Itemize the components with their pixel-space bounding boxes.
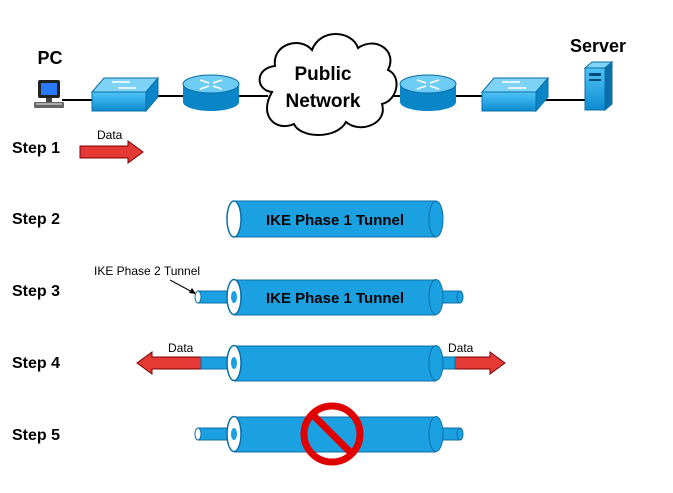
step-4-left-data-label: Data — [168, 341, 194, 355]
step-3-tunnel-label: IKE Phase 1 Tunnel — [266, 290, 404, 307]
step-5-label: Step 5 — [12, 427, 60, 444]
step-1-label: Step 1 — [12, 140, 60, 157]
switch-icon — [90, 76, 160, 113]
ike-phase-1-tunnel — [226, 344, 444, 382]
cloud-label-line1: Public — [294, 64, 351, 85]
cloud-label-line2: Network — [286, 91, 361, 112]
data-arrow — [79, 140, 144, 164]
pc-label: PC — [37, 48, 62, 68]
router-icon — [182, 74, 240, 111]
step-4-label: Step 4 — [12, 355, 60, 372]
cloud-icon — [258, 33, 398, 136]
server-label: Server — [570, 36, 626, 56]
data-arrow — [136, 351, 202, 375]
ike-phase-1-tunnel — [226, 200, 444, 238]
step-3-label: Step 3 — [12, 283, 60, 300]
pc-icon — [34, 80, 64, 108]
no-symbol-icon — [300, 402, 364, 466]
step-2-label: Step 2 — [12, 211, 60, 228]
step-1-data-label: Data — [97, 128, 123, 142]
router-icon — [399, 74, 457, 111]
switch-icon — [480, 76, 550, 113]
data-arrow — [454, 351, 506, 375]
step-2-tunnel-label: IKE Phase 1 Tunnel — [266, 212, 404, 229]
callout-pointer-head — [189, 288, 196, 294]
step-4-right-data-label: Data — [448, 341, 474, 355]
server-icon — [583, 60, 614, 112]
ike-phase-1-tunnel — [226, 278, 444, 316]
ike-phase-2-callout: IKE Phase 2 Tunnel — [94, 264, 200, 278]
